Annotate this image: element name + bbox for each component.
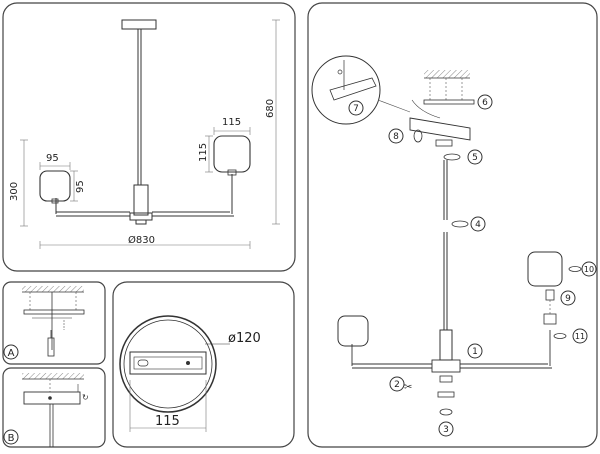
svg-text:4: 4 xyxy=(475,220,481,230)
dimension-panel: 115 115 680 95 95 300 Ø830 xyxy=(2,2,296,272)
svg-text:10: 10 xyxy=(584,265,594,274)
dim-span: Ø830 xyxy=(128,234,155,246)
step-callout-9: 9 xyxy=(560,290,576,306)
svg-text:9: 9 xyxy=(565,294,571,304)
step-callout-7: 7 xyxy=(348,100,364,116)
dim-shade-width-right: 115 xyxy=(222,117,241,128)
svg-text:7: 7 xyxy=(353,104,359,114)
canopy xyxy=(121,19,157,30)
center-body xyxy=(133,184,149,216)
assembly-left-shade xyxy=(337,315,369,347)
screw-icon: ↻ xyxy=(82,393,89,402)
step-panel-b: ↻ B xyxy=(2,367,106,448)
panel-label-a: A xyxy=(8,348,15,359)
dim-shade-width-left: 95 xyxy=(46,153,59,164)
left-shade xyxy=(39,170,71,202)
detail-magnifier xyxy=(311,55,381,125)
step-callout-1: 1 xyxy=(467,343,483,359)
dim-shade-height-left: 95 xyxy=(75,180,86,193)
svg-text:2: 2 xyxy=(394,380,400,390)
panel-label-b: B xyxy=(8,433,15,444)
step-callout-5: 5 xyxy=(467,149,483,165)
step-callout-10: 10 xyxy=(581,261,597,277)
dim-bracket-length: 115 xyxy=(155,414,180,429)
canopy-detail-panel: ø120 115 xyxy=(112,281,295,448)
svg-text:5: 5 xyxy=(472,153,478,163)
assembly-panel: ✂ 1 2 3 4 5 6 7 xyxy=(307,2,598,448)
dim-canopy-diameter: ø120 xyxy=(228,331,261,346)
step-callout-3: 3 xyxy=(438,421,454,437)
step-panel-a: A xyxy=(2,281,106,365)
step-callout-6: 6 xyxy=(477,94,493,110)
canopy-circle xyxy=(119,315,217,413)
dim-arm-drop: 300 xyxy=(9,182,20,201)
svg-text:11: 11 xyxy=(575,332,585,341)
svg-text:1: 1 xyxy=(472,347,478,357)
step-callout-2: 2 xyxy=(389,376,405,392)
dim-shade-height-right: 115 xyxy=(198,143,209,162)
wrench-icon: ✂ xyxy=(404,382,412,393)
svg-text:3: 3 xyxy=(443,425,449,435)
mounting-bracket xyxy=(129,351,207,375)
svg-text:8: 8 xyxy=(393,132,399,142)
assembly-right-shade xyxy=(527,251,563,287)
step-callout-4: 4 xyxy=(470,216,486,232)
step-callout-8: 8 xyxy=(388,128,404,144)
svg-text:6: 6 xyxy=(482,98,488,108)
screwdriver-icon xyxy=(47,337,55,357)
right-shade xyxy=(213,135,251,173)
step-callout-11: 11 xyxy=(572,328,588,344)
dim-total-height: 680 xyxy=(265,99,276,118)
